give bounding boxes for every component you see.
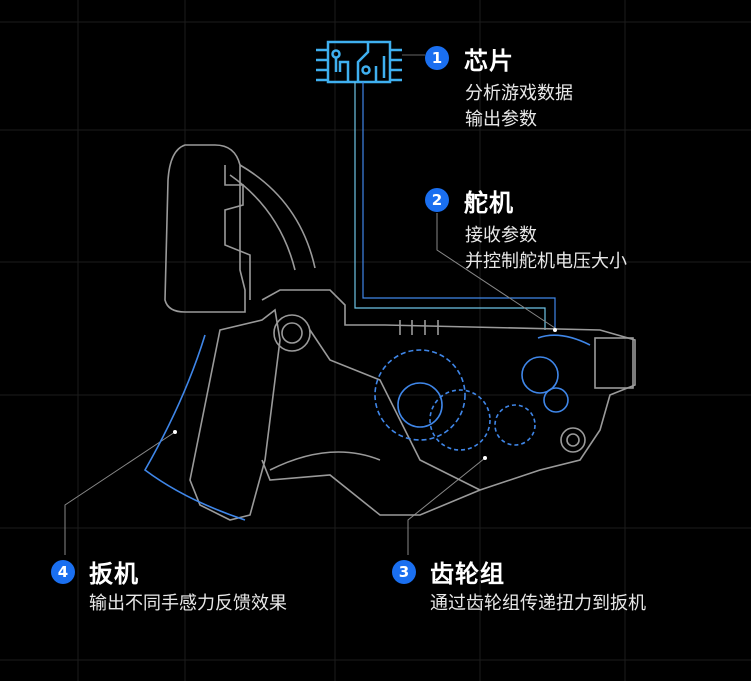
connector-lines <box>64 54 556 555</box>
callout-title: 齿轮组 <box>430 560 505 588</box>
anchor-dots <box>173 328 557 460</box>
callout-title: 舵机 <box>464 189 514 217</box>
callout-line: 并控制舵机电压大小 <box>465 251 627 272</box>
number-badge: 4 <box>51 560 75 584</box>
gear-illustration <box>143 334 591 521</box>
number-badge: 3 <box>392 560 416 584</box>
callout-line: 输出参数 <box>465 109 537 130</box>
callout-line: 接收参数 <box>465 225 537 246</box>
number-badge: 1 <box>425 46 449 70</box>
chip-icon <box>316 40 402 84</box>
callout-title: 芯片 <box>464 47 514 75</box>
callout-line: 输出不同手感力反馈效果 <box>89 593 287 614</box>
callout-line: 分析游戏数据 <box>465 83 573 104</box>
number-badge: 2 <box>425 188 449 212</box>
callout-line: 通过齿轮组传递扭力到扳机 <box>430 593 646 614</box>
callout-title: 扳机 <box>89 560 139 588</box>
trigger-mechanism-illustration <box>164 144 636 521</box>
